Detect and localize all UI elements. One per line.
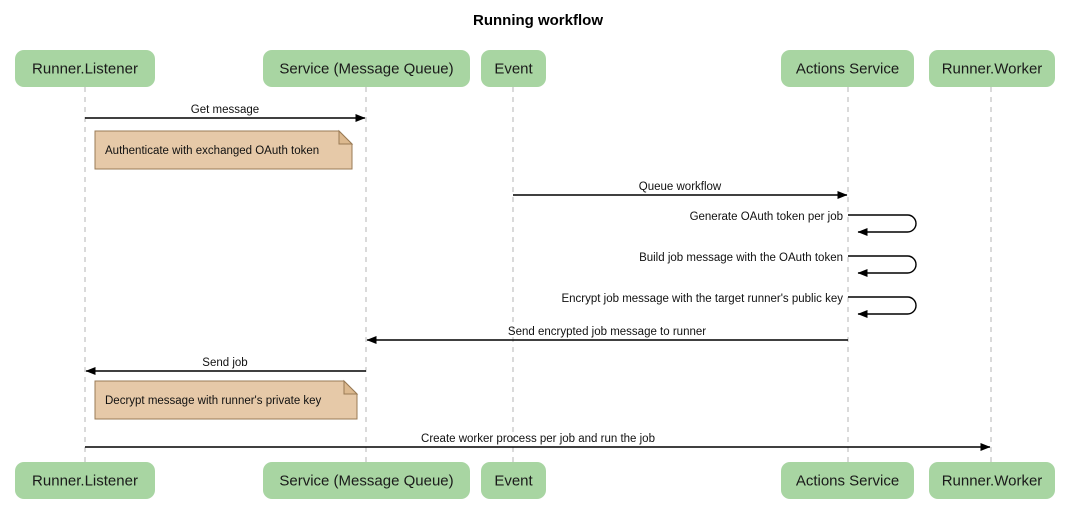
message-msg-get-message[interactable]: Get message [85,104,366,122]
participant-label-event: Event [494,60,533,77]
note-fold-icon-note-authenticate [338,129,354,145]
message-label-msg-generate-oauth-token: Generate OAuth token per job [690,211,843,223]
self-loop-path-msg-encrypt-job-message [848,296,917,318]
participant-actions-service-bottom[interactable]: Actions Service [781,462,914,499]
participant-box-service-mq[interactable] [263,462,470,499]
participant-runner-listener-top[interactable]: Runner.Listener [15,50,155,87]
participant-label-runner-listener: Runner.Listener [32,472,138,489]
note-note-authenticate: Authenticate with exchanged OAuth token [94,129,354,170]
diagram-title: Running workflow [473,12,603,29]
participant-service-mq-top[interactable]: Service (Message Queue) [263,50,470,87]
message-label-msg-send-job: Send job [202,357,247,369]
participant-box-event[interactable] [481,462,546,499]
message-label-msg-send-encrypted-job: Send encrypted job message to runner [508,326,706,338]
message-label-msg-get-message: Get message [191,104,259,116]
message-label-msg-queue-workflow: Queue workflow [639,181,722,193]
participant-box-actions-service[interactable] [781,462,914,499]
note-label-note-decrypt: Decrypt message with runner's private ke… [105,395,322,407]
participant-box-runner-worker[interactable] [929,462,1055,499]
participant-box-runner-listener[interactable] [15,50,155,87]
participants-top-layer: Runner.Listener Service (Message Queue) Ev… [15,50,1055,87]
message-msg-build-job-message[interactable]: Build job message with the OAuth token [639,252,917,277]
message-label-msg-build-job-message: Build job message with the OAuth token [639,252,843,264]
participant-actions-service-top[interactable]: Actions Service [781,50,914,87]
participant-service-mq-bottom[interactable]: Service (Message Queue) [263,462,470,499]
participant-box-event[interactable] [481,50,546,87]
note-body-note-decrypt [94,380,358,420]
message-msg-send-job[interactable]: Send job [85,357,366,375]
participants-bottom-layer: Runner.Listener Service (Message Queue) Ev… [15,462,1055,499]
self-loop-path-msg-generate-oauth-token [848,214,917,236]
participant-event-bottom[interactable]: Event [481,462,546,499]
participant-box-service-mq[interactable] [263,50,470,87]
note-label-note-authenticate: Authenticate with exchanged OAuth token [105,145,319,157]
note-note-decrypt: Decrypt message with runner's private ke… [94,379,359,420]
note-fold-icon-note-decrypt [343,379,359,395]
participant-runner-listener-bottom[interactable]: Runner.Listener [15,462,155,499]
participant-box-runner-listener[interactable] [15,462,155,499]
message-msg-generate-oauth-token[interactable]: Generate OAuth token per job [690,211,917,236]
participant-runner-worker-top[interactable]: Runner.Worker [929,50,1055,87]
participant-label-runner-worker: Runner.Worker [942,60,1043,77]
note-body-note-authenticate [94,130,353,170]
message-label-msg-create-worker-process: Create worker process per job and run th… [421,433,655,445]
participant-label-service-mq: Service (Message Queue) [279,472,453,489]
message-msg-queue-workflow[interactable]: Queue workflow [513,181,848,199]
participant-label-runner-listener: Runner.Listener [32,60,138,77]
message-label-msg-encrypt-job-message: Encrypt job message with the target runn… [561,293,843,305]
lifelines-layer [84,87,992,462]
message-msg-encrypt-job-message[interactable]: Encrypt job message with the target runn… [561,293,917,318]
message-msg-create-worker-process[interactable]: Create worker process per job and run th… [85,433,991,451]
participant-label-event: Event [494,472,533,489]
notes-layer: Authenticate with exchanged OAuth tokenD… [94,129,359,420]
participant-box-actions-service[interactable] [781,50,914,87]
participant-box-runner-worker[interactable] [929,50,1055,87]
participant-event-top[interactable]: Event [481,50,546,87]
participant-label-actions-service: Actions Service [796,60,899,77]
participant-label-service-mq: Service (Message Queue) [279,60,453,77]
participant-label-runner-worker: Runner.Worker [942,472,1043,489]
self-loop-path-msg-build-job-message [848,255,917,277]
participant-label-actions-service: Actions Service [796,472,899,489]
message-msg-send-encrypted-job[interactable]: Send encrypted job message to runner [366,326,848,344]
participant-runner-worker-bottom[interactable]: Runner.Worker [929,462,1055,499]
